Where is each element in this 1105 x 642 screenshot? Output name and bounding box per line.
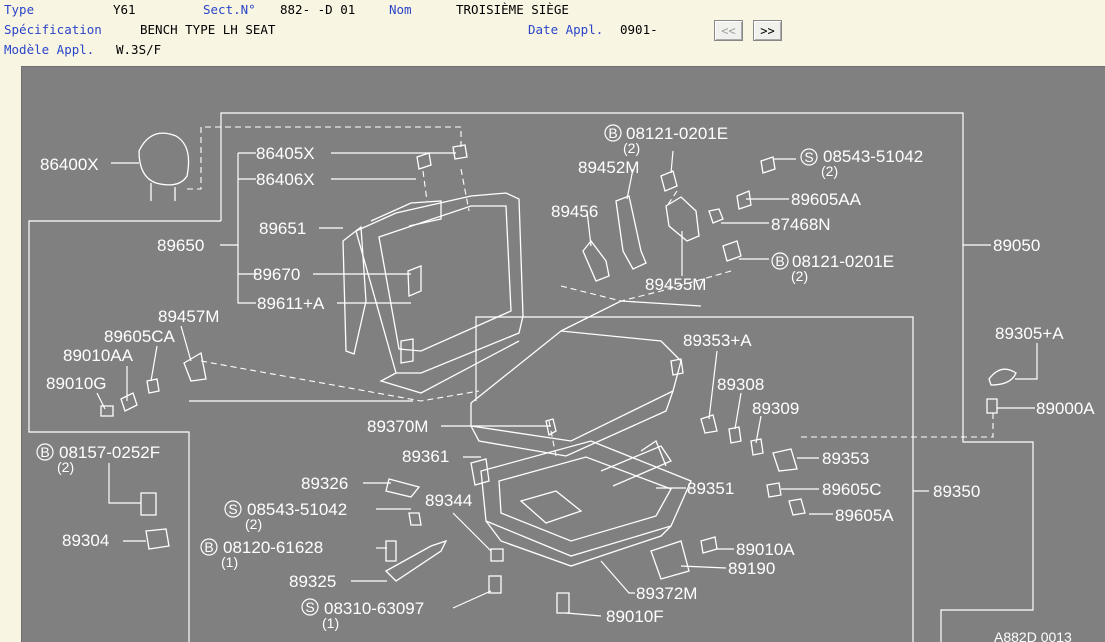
part-label[interactable]: 89309 [752, 399, 799, 418]
sect-label: Sect.N° [203, 2, 256, 17]
part-label[interactable]: 08310-63097 [324, 599, 424, 618]
model-value: W.3S/F [116, 42, 162, 57]
part-label[interactable]: 89605C [822, 480, 882, 499]
part-qty: (1) [322, 615, 339, 631]
part-qty: (2) [57, 459, 74, 475]
screw-symbol: S [804, 149, 813, 165]
part-label[interactable]: 89190 [728, 559, 775, 578]
leader-lines [96, 150, 1038, 617]
nom-label: Nom [389, 2, 412, 17]
info-header: Type Y61 Sect.N° 882- -D 01 Nom TROISIÈM… [0, 0, 1105, 66]
bolt-symbol: B [608, 125, 617, 141]
part-qty: (2) [791, 268, 808, 284]
part-label[interactable]: 08120-61628 [223, 538, 323, 557]
part-label[interactable]: 08121-0201E [792, 252, 894, 271]
part-label[interactable]: 89361 [402, 447, 449, 466]
part-label[interactable]: 89010A [736, 540, 795, 559]
date-label: Date Appl. [528, 22, 604, 37]
hinge-parts [582, 156, 776, 282]
date-value: 0901- [620, 22, 658, 37]
part-label[interactable]: 89304 [62, 531, 109, 550]
part-label[interactable]: 89456 [551, 202, 598, 221]
seat-cushion [470, 300, 702, 457]
part-label[interactable]: 08157-0252F [59, 443, 160, 462]
part-qty: (2) [245, 516, 262, 532]
part-label[interactable]: 89670 [253, 265, 300, 284]
part-qty: (2) [821, 163, 838, 179]
part-label[interactable]: 89452M [578, 158, 639, 177]
bolt-symbol: B [204, 539, 213, 555]
sect-value: 882- -D 01 [280, 2, 356, 17]
part-label[interactable]: 89350 [933, 482, 980, 501]
part-label[interactable]: 89605CA [104, 327, 176, 346]
spec-value: BENCH TYPE LH SEAT [140, 22, 276, 37]
part-label[interactable]: 89651 [259, 219, 306, 238]
part-label[interactable]: 87468N [771, 215, 831, 234]
part-label[interactable]: 89650 [157, 236, 204, 255]
part-label[interactable]: 89325 [289, 572, 336, 591]
spec-label: Spécification [4, 22, 102, 37]
part-label[interactable]: 89370M [367, 417, 428, 436]
previous-button[interactable]: << [714, 20, 743, 41]
part-label[interactable]: 08543-51042 [823, 147, 923, 166]
part-label[interactable]: 86400X [40, 155, 99, 174]
part-label[interactable]: 89605AA [791, 190, 862, 209]
type-label: Type [4, 2, 35, 17]
part-qty: (1) [221, 554, 238, 570]
part-label[interactable]: 89010AA [63, 346, 134, 365]
diagram-svg: B S B B S B S 86400X 86405X 86406X 89651… [28, 112, 1095, 642]
part-label[interactable]: 89457M [158, 307, 219, 326]
part-label[interactable]: 89344 [425, 491, 472, 510]
next-button[interactable]: >> [753, 20, 782, 41]
type-value: Y61 [113, 2, 136, 17]
guide-lines [187, 126, 994, 457]
part-label[interactable]: 89000A [1036, 399, 1095, 418]
part-label[interactable]: 89351 [687, 479, 734, 498]
part-label[interactable]: 89372M [636, 584, 697, 603]
seat-frame [480, 440, 692, 567]
part-label[interactable]: 89455M [645, 275, 706, 294]
screw-symbol: S [228, 501, 237, 517]
model-label: Modèle Appl. [4, 42, 95, 57]
part-label[interactable]: 86406X [256, 170, 315, 189]
part-label[interactable]: 89611+A [257, 294, 325, 313]
part-label[interactable]: 89308 [717, 375, 764, 394]
part-label[interactable]: 89353+A [683, 331, 752, 350]
frame-lines [28, 112, 1034, 642]
part-label[interactable]: 89010G [46, 374, 107, 393]
part-label[interactable]: 86405X [256, 144, 315, 163]
circled-symbols: B S B B S B S [36, 124, 818, 616]
screw-symbol: S [305, 599, 314, 615]
diagram-code: A882D 0013 [994, 629, 1072, 642]
part-label[interactable]: 89050 [993, 236, 1040, 255]
nom-value: TROISIÈME SIÈGE [456, 2, 569, 17]
part-label[interactable]: 89605A [835, 506, 894, 525]
part-label[interactable]: 89353 [822, 449, 869, 468]
parts-diagram[interactable]: B S B B S B S 86400X 86405X 86406X 89651… [21, 66, 1105, 642]
part-qty: (2) [623, 140, 640, 156]
headrest [138, 132, 190, 201]
bolt-symbol: B [40, 444, 49, 460]
part-label[interactable]: 89305+A [995, 324, 1064, 343]
part-labels: 86400X 86405X 86406X 89651 89650 89670 8… [40, 124, 1095, 642]
bolt-symbol: B [775, 253, 784, 269]
seat-back [342, 192, 524, 394]
part-label[interactable]: 89326 [301, 474, 348, 493]
part-label[interactable]: 89010F [606, 607, 664, 626]
part-label[interactable]: 08543-51042 [247, 500, 347, 519]
part-label[interactable]: 08121-0201E [626, 124, 728, 143]
